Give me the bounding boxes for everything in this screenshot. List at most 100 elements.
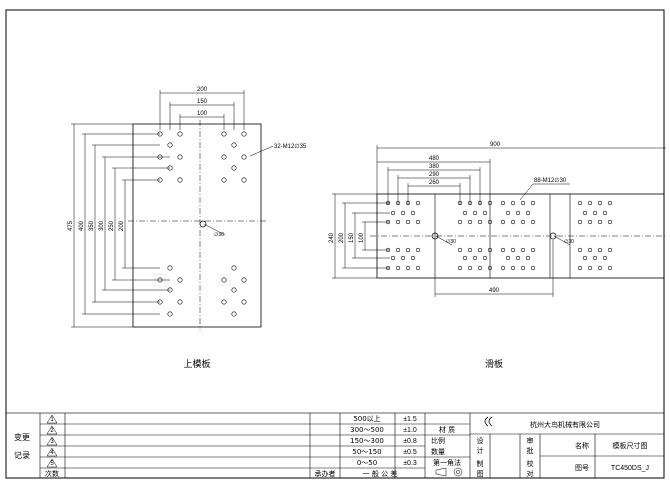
slide-hole — [390, 255, 396, 261]
slide-hole — [577, 200, 583, 206]
slide-hole — [395, 265, 401, 271]
slide-hole — [405, 219, 411, 225]
dim-upper-top-3: 100 — [197, 111, 208, 117]
dim-slide-top-1: 480 — [429, 156, 440, 162]
upper-hole — [221, 154, 227, 160]
rev-4: 4 — [50, 450, 54, 456]
dim-slide-top-3: 290 — [429, 172, 440, 178]
review-label-2: 批 — [527, 446, 534, 455]
slide-center-hole-2 — [549, 232, 557, 240]
check-label-1: 校 — [527, 459, 534, 468]
upper-hole — [177, 299, 183, 305]
slide-hole — [597, 219, 603, 225]
upper-hole-note: 32-M12∅35 — [274, 143, 307, 150]
scale-label: 比例 — [431, 436, 445, 445]
slide-hole — [415, 247, 421, 253]
dim-upper-left-3: 350 — [89, 220, 95, 231]
slide-hole — [510, 265, 516, 271]
slide-hole — [467, 247, 473, 253]
slide-hole — [577, 247, 583, 253]
slide-hole — [577, 265, 583, 271]
slide-hole — [467, 219, 473, 225]
slide-hole — [587, 200, 593, 206]
dim-upper-top-2: 150 — [197, 99, 208, 105]
review-label-1: 审 — [527, 436, 534, 445]
slide-hole — [510, 219, 516, 225]
upper-hole — [221, 299, 227, 305]
upper-plate-view: 200 150 100 475 400 350 300 250 200 32-M… — [68, 87, 307, 370]
slide-hole — [477, 247, 483, 253]
slide-hole — [415, 265, 421, 271]
slide-hole — [477, 219, 483, 225]
tol-value-1: ±1.5 — [403, 416, 417, 423]
dim-slide-top-2: 380 — [429, 164, 440, 170]
material-label: 材 质 — [439, 425, 455, 434]
slide-hole — [482, 210, 488, 216]
upper-hole — [167, 265, 173, 271]
dim-upper-top-1: 200 — [197, 87, 208, 93]
slide-hole — [500, 200, 506, 206]
slide-hole — [515, 210, 521, 216]
slide-hole — [410, 210, 416, 216]
handler-label: 承办者 — [315, 469, 336, 478]
slide-hole — [505, 255, 511, 261]
upper-hole — [231, 287, 237, 293]
slide-hole — [467, 265, 473, 271]
upper-hole — [241, 177, 247, 183]
slide-hole — [602, 210, 608, 216]
upper-hole — [221, 277, 227, 283]
upper-hole — [241, 131, 247, 137]
upper-hole — [221, 177, 227, 183]
slide-hole — [482, 255, 488, 261]
slide-hole — [462, 210, 468, 216]
slide-plate-label: 滑板 — [485, 358, 503, 370]
slide-hole — [500, 247, 506, 253]
upper-plate-label: 上模板 — [183, 358, 210, 370]
tol-value-3: ±0.8 — [403, 438, 417, 445]
dim-upper-left-5: 250 — [109, 220, 115, 231]
slide-hole — [405, 265, 411, 271]
slide-hole — [487, 200, 493, 206]
count-label: 次数 — [45, 469, 59, 478]
upper-hole — [231, 142, 237, 148]
dim-upper-left-1: 475 — [68, 220, 74, 231]
slide-hole — [510, 247, 516, 253]
upper-hole — [177, 154, 183, 160]
upper-center-hole — [199, 220, 207, 228]
projection-symbol — [435, 467, 463, 477]
slide-hole — [587, 247, 593, 253]
slide-holes — [385, 200, 613, 271]
upper-hole — [221, 131, 227, 137]
tol-range-2: 300～500 — [350, 426, 384, 434]
name-value: 模板尺寸图 — [613, 441, 648, 450]
slide-hole-note: 88-M12∅30 — [534, 177, 567, 184]
dim-slide-left-3: 150 — [349, 232, 355, 243]
dim-upper-left-4: 300 — [99, 220, 105, 231]
tol-range-3: 150～300 — [350, 437, 384, 445]
slide-hole — [525, 255, 531, 261]
draft-label-2: 图 — [477, 470, 484, 478]
slide-hole — [582, 255, 588, 261]
slide-hole — [525, 210, 531, 216]
slide-hole — [607, 265, 613, 271]
tol-value-2: ±1.0 — [403, 427, 417, 434]
company-name: 杭州大鸟机械有限公司 — [530, 420, 600, 429]
upper-holes — [157, 131, 247, 317]
slide-hole — [515, 255, 521, 261]
slide-hole — [602, 255, 608, 261]
slide-hole — [505, 210, 511, 216]
change-record-label-2: 记录 — [14, 451, 30, 460]
general-tol-label: 一 般 公 差 — [363, 469, 398, 478]
dim-slide-top-4: 260 — [429, 180, 440, 186]
upper-hole — [231, 311, 237, 317]
tol-value-5: ±0.3 — [403, 460, 417, 467]
slide-hole — [457, 265, 463, 271]
slide-hole — [597, 200, 603, 206]
tol-value-4: ±0.5 — [403, 449, 417, 456]
upper-hole — [167, 142, 173, 148]
upper-hole — [231, 265, 237, 271]
slide-hole — [520, 265, 526, 271]
upper-center-note: ∅30 — [214, 232, 224, 238]
slide-hole — [607, 200, 613, 206]
rev-1: 1 — [50, 417, 54, 423]
